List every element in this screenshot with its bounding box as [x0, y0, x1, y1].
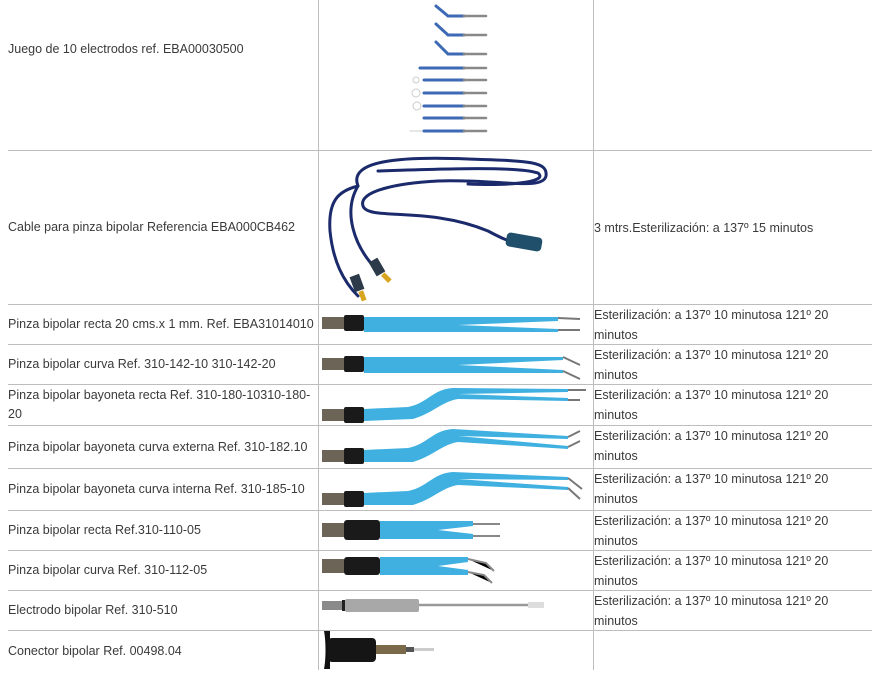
product-name: Cable para pinza bipolar Referencia EBA0… [8, 220, 295, 234]
image-cell [318, 591, 593, 630]
product-name: Electrodo bipolar Ref. 310-510 [8, 603, 178, 617]
image-cell [318, 551, 593, 590]
bipolar-electrode-icon [322, 599, 544, 612]
product-name: Pinza bipolar recta Ref.310-110-05 [8, 523, 201, 537]
table-row: Pinza bipolar bayoneta curva externa Ref… [8, 426, 872, 469]
product-cell: Pinza bipolar curva Ref. 310-112-05 [8, 551, 318, 590]
notes-cell [594, 0, 872, 150]
bipolar-cable-icon [328, 156, 548, 302]
short-straight-forceps-icon [322, 520, 500, 540]
notes-cell: Esterilización: a 137º 10 minutosa 121º … [594, 305, 872, 344]
notes-text: Esterilización: a 137º 10 minutosa 121º … [594, 308, 829, 342]
image-cell [318, 426, 593, 468]
image-cell [318, 631, 593, 671]
notes-cell: Esterilización: a 137º 10 minutosa 121º … [594, 591, 872, 630]
notes-cell: Esterilización: a 137º 10 minutosa 121º … [594, 345, 872, 384]
bayonet-straight-forceps-icon [322, 388, 586, 423]
product-cell: Pinza bipolar curva Ref. 310-142-10 310-… [8, 345, 318, 384]
image-cell [318, 345, 593, 384]
notes-cell: Esterilización: a 137º 10 minutosa 121º … [594, 469, 872, 510]
table-row: Conector bipolar Ref. 00498.04 [8, 631, 872, 671]
table-row: Electrodo bipolar Ref. 310-510 Esteriliz… [8, 591, 872, 631]
table-row: Pinza bipolar recta 20 cms.x 1 mm. Ref. … [8, 305, 872, 345]
image-cell [318, 469, 593, 510]
table-row: Pinza bipolar bayoneta curva interna Ref… [8, 469, 872, 511]
product-cell: Cable para pinza bipolar Referencia EBA0… [8, 151, 318, 304]
table-row: Pinza bipolar curva Ref. 310-112-05 Este… [8, 551, 872, 591]
table-row: Juego de 10 electrodos ref. EBA00030500 [8, 0, 872, 151]
table-row: Cable para pinza bipolar Referencia EBA0… [8, 151, 872, 305]
notes-cell: Esterilización: a 137º 10 minutosa 121º … [594, 511, 872, 550]
product-cell: Electrodo bipolar Ref. 310-510 [8, 591, 318, 630]
notes-text: Esterilización: a 137º 10 minutosa 121º … [594, 514, 829, 548]
column-divider-2 [593, 0, 594, 670]
table-row: Pinza bipolar recta Ref.310-110-05 Ester… [8, 511, 872, 551]
notes-text: Esterilización: a 137º 10 minutosa 121º … [594, 594, 829, 628]
product-name: Pinza bipolar bayoneta recta Ref. 310-18… [8, 388, 311, 421]
notes-text: Esterilización: a 137º 10 minutosa 121º … [594, 348, 829, 382]
image-cell [318, 305, 593, 344]
notes-text: Esterilización: a 137º 10 minutosa 121º … [594, 388, 829, 422]
notes-cell: Esterilización: a 137º 10 minutosa 121º … [594, 426, 872, 468]
electrode-set-icon [409, 4, 488, 133]
table-row: Pinza bipolar bayoneta recta Ref. 310-18… [8, 385, 872, 426]
bayonet-curved-internal-forceps-icon [322, 472, 583, 507]
product-name: Pinza bipolar bayoneta curva interna Ref… [8, 482, 305, 496]
notes-cell [594, 631, 872, 671]
image-cell [318, 151, 593, 304]
short-curved-forceps-icon [322, 557, 495, 584]
bipolar-connector-icon [324, 631, 434, 669]
notes-text: Esterilización: a 137º 10 minutosa 121º … [594, 429, 829, 463]
table-row: Pinza bipolar curva Ref. 310-142-10 310-… [8, 345, 872, 385]
product-name: Conector bipolar Ref. 00498.04 [8, 643, 182, 658]
product-cell: Pinza bipolar recta 20 cms.x 1 mm. Ref. … [8, 305, 318, 344]
curved-forceps-icon [322, 356, 581, 380]
notes-cell: Esterilización: a 137º 10 minutosa 121º … [594, 385, 872, 425]
product-cell: Juego de 10 electrodos ref. EBA00030500 [8, 0, 318, 150]
straight-forceps-icon [322, 315, 581, 332]
product-name: Pinza bipolar curva Ref. 310-112-05 [8, 563, 208, 577]
image-cell [318, 0, 593, 150]
product-cell: Pinza bipolar bayoneta recta Ref. 310-18… [8, 385, 318, 425]
product-name: Pinza bipolar curva Ref. 310-142-10 310-… [8, 357, 276, 371]
product-cell: Pinza bipolar bayoneta curva externa Ref… [8, 426, 318, 468]
notes-cell: Esterilización: a 137º 10 minutosa 121º … [594, 551, 872, 590]
column-divider-1 [318, 0, 319, 670]
product-name: Juego de 10 electrodos ref. EBA00030500 [8, 42, 244, 56]
product-name: Pinza bipolar recta 20 cms.x 1 mm. Ref. … [8, 317, 314, 331]
product-cell: Conector bipolar Ref. 00498.04 [8, 631, 318, 671]
notes-text: 3 mtrs.Esterilización: a 137º 15 minutos [594, 220, 814, 235]
product-cell: Pinza bipolar bayoneta curva interna Ref… [8, 469, 318, 510]
image-cell [318, 385, 593, 425]
notes-text: Esterilización: a 137º 10 minutosa 121º … [594, 554, 829, 588]
image-cell [318, 511, 593, 550]
bayonet-curved-external-forceps-icon [322, 429, 581, 464]
product-name: Pinza bipolar bayoneta curva externa Ref… [8, 439, 308, 454]
notes-text: Esterilización: a 137º 10 minutosa 121º … [594, 472, 829, 506]
product-cell: Pinza bipolar recta Ref.310-110-05 [8, 511, 318, 550]
notes-cell: 3 mtrs.Esterilización: a 137º 15 minutos [594, 151, 872, 304]
